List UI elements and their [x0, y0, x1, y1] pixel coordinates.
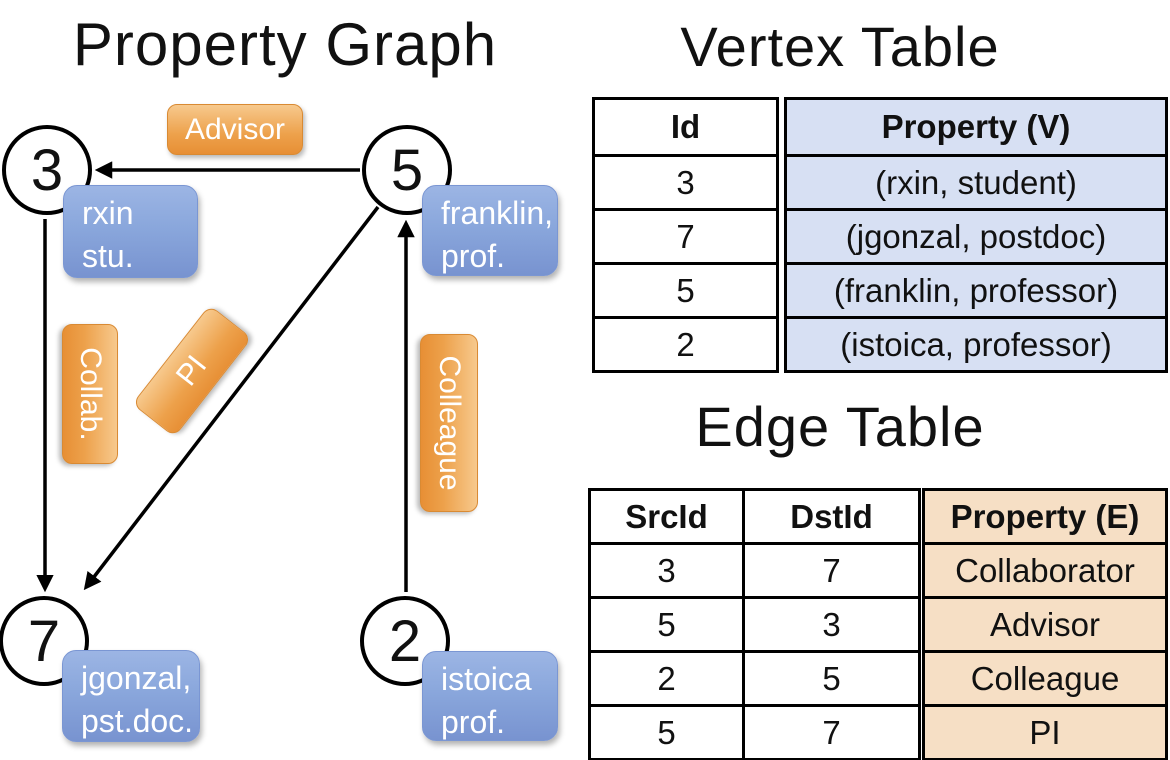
vertex-table-title: Vertex Table	[680, 15, 1000, 78]
edge-label-colleague: Colleague	[420, 334, 478, 512]
table-row: 5	[592, 262, 779, 319]
vertex-id-cell: 7	[592, 208, 779, 265]
property-graph-title: Property Graph	[72, 11, 498, 78]
vertex-property-box-7: jgonzal, pst.doc.	[62, 650, 200, 742]
table-row: 3	[592, 154, 779, 211]
edge-property-cell: PI	[922, 704, 1168, 760]
edge-property-cell: Colleague	[922, 650, 1168, 707]
table-row: Advisor	[922, 596, 1168, 653]
edge-dstid-cell: 7	[742, 542, 921, 599]
table-row: 5 7	[588, 704, 921, 760]
edge-dstid-cell: 7	[742, 704, 921, 760]
property-line: franklin,	[441, 195, 554, 231]
table-row: 5 3	[588, 596, 921, 653]
table-row: 2 5	[588, 650, 921, 707]
property-line: jgonzal,	[81, 660, 192, 696]
property-line: prof.	[441, 237, 506, 274]
vertex-id-cell: 2	[592, 316, 779, 373]
vertex-property-cell: (rxin, student)	[784, 154, 1168, 211]
property-line: stu.	[82, 237, 134, 274]
edge-srcid-header: SrcId	[588, 488, 745, 545]
edge-table-property-column: Property (E) Collaborator Advisor Collea…	[922, 488, 1168, 760]
edge-label-collab: Collab.	[62, 324, 118, 464]
vertex-table-property-column: Property (V) (rxin, student) (jgonzal, p…	[784, 97, 1168, 373]
table-row: 3 7	[588, 542, 921, 599]
vertex-property-cell: (franklin, professor)	[784, 262, 1168, 319]
table-row: 7	[592, 208, 779, 265]
edge-srcid-cell: 5	[588, 596, 745, 653]
pi-edge-line	[83, 205, 380, 591]
vertex-node-3: 3	[2, 125, 92, 215]
edge-property-cell: Advisor	[922, 596, 1168, 653]
vertex-property-header: Property (V)	[784, 97, 1168, 157]
table-row: (jgonzal, postdoc)	[784, 208, 1168, 265]
property-line: pst.doc.	[81, 702, 194, 739]
table-row: Collaborator	[922, 542, 1168, 599]
property-line: prof.	[441, 703, 506, 740]
vertex-property-box-5: franklin, prof.	[422, 185, 558, 276]
vertex-property-cell: (istoica, professor)	[784, 316, 1168, 373]
table-row: PI	[922, 704, 1168, 760]
edge-table-id-columns: SrcId DstId 3 7 5 3 2 5 5 7	[588, 488, 921, 760]
edge-dstid-cell: 3	[742, 596, 921, 653]
vertex-property-cell: (jgonzal, postdoc)	[784, 208, 1168, 265]
property-line: istoica	[441, 661, 532, 697]
table-row: 2	[592, 316, 779, 373]
edge-srcid-cell: 3	[588, 542, 745, 599]
table-row: Colleague	[922, 650, 1168, 707]
vertex-property-box-3: rxin stu.	[63, 185, 198, 278]
edge-srcid-cell: 2	[588, 650, 745, 707]
edge-dstid-header: DstId	[742, 488, 921, 545]
vertex-id-cell: 3	[592, 154, 779, 211]
edge-property-header: Property (E)	[922, 488, 1168, 545]
vertex-id-header: Id	[592, 97, 779, 157]
table-row: (istoica, professor)	[784, 316, 1168, 373]
table-row: (rxin, student)	[784, 154, 1168, 211]
vertex-table-id-column: Id 3 7 5 2	[592, 97, 779, 373]
vertex-property-box-2: istoica prof.	[422, 651, 558, 741]
edge-table-title: Edge Table	[695, 395, 985, 458]
table-row: (franklin, professor)	[784, 262, 1168, 319]
edge-srcid-cell: 5	[588, 704, 745, 760]
edge-label-advisor: Advisor	[167, 104, 303, 155]
property-line: rxin	[82, 195, 134, 231]
edge-property-cell: Collaborator	[922, 542, 1168, 599]
edge-dstid-cell: 5	[742, 650, 921, 707]
vertex-id-cell: 5	[592, 262, 779, 319]
